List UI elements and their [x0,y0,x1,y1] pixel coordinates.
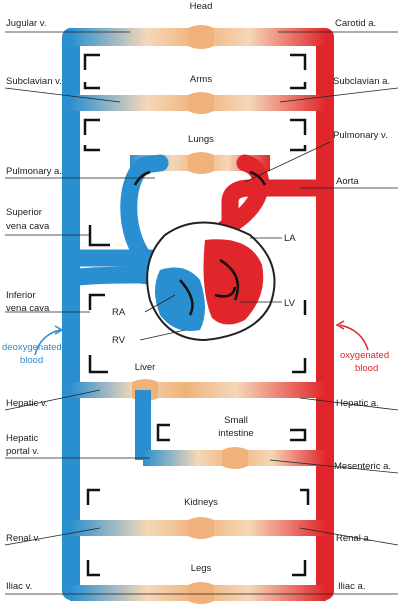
label-superior-2: vena cava [6,221,50,232]
heart [146,221,276,342]
label-carotid-a: Carotid a. [335,18,376,29]
heart-label-ra: RA [112,307,126,318]
label-pulmonary-v: Pulmonary v. [333,130,388,141]
organ-legs: Legs [191,563,212,574]
label-hepatic-a: Hepatic a. [336,398,379,409]
deoxygenated-label-1: deoxygenated [2,342,62,353]
heart-label-lv: LV [284,298,296,309]
aorta-arch [221,179,325,265]
heart-label-la: LA [284,233,296,244]
deoxygenated-arrow [34,329,61,356]
oxygenated-label-2: blood [355,363,378,374]
label-iliac-a: Iliac a. [338,581,365,592]
label-jugular-v: Jugular v. [6,18,46,29]
label-mesenteric-a: Mesenteric a. [334,461,391,472]
label-hepatic-v: Hepatic v. [6,398,48,409]
hepatic-portal-vein [135,390,151,460]
label-subclavian-a: Subclavian a. [333,76,390,87]
deoxygenated-label-2: blood [20,355,43,366]
aorta-right-trunk [316,28,334,600]
label-pulmonary-a: Pulmonary a. [6,166,62,177]
oxygenated-label-1: oxygenated [340,350,389,361]
oxygenated-arrow [339,324,369,351]
label-renal-v: Renal v. [6,533,40,544]
organ-small-1: Small [224,415,248,426]
organ-kidneys: Kidneys [184,497,218,508]
label-hepatic-portal-1: Hepatic [6,433,38,444]
label-hepatic-portal-2: portal v. [6,446,39,457]
label-iliac-v: Iliac v. [6,581,32,592]
organ-lungs: Lungs [188,134,214,145]
vena-cava-left-trunk [62,28,80,600]
label-subclavian-v: Subclavian v. [6,76,62,87]
label-aorta: Aorta [336,176,359,187]
organ-head: Head [190,1,213,12]
heart-label-rv: RV [112,335,126,346]
label-inferior-1: Inferior [6,290,36,301]
liver-vessel [70,382,326,398]
organ-liver: Liver [135,362,156,373]
leader-lines [4,31,399,595]
organ-arms: Arms [190,74,212,85]
organ-small-2: intestine [218,428,253,439]
label-renal-a: Renal a. [336,533,371,544]
label-superior-1: Superior [6,207,42,218]
flow-arrows [83,53,310,577]
label-inferior-2: vena cava [6,303,50,314]
